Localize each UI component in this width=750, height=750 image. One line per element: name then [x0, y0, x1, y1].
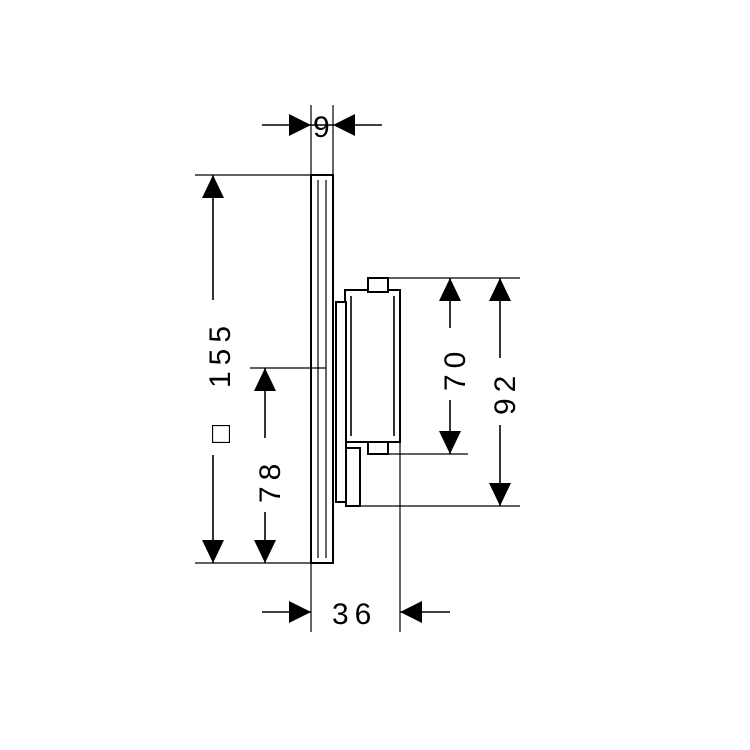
cover-plate [310, 174, 334, 564]
dimension-top-width: 9 [262, 111, 382, 144]
label-total-height: 155 [204, 320, 237, 388]
thermostat-body [335, 277, 401, 507]
square-symbol: □ [204, 419, 237, 443]
label-top-width: 9 [313, 111, 336, 144]
dimension-half-height: 78 [254, 368, 287, 563]
label-body-total-height: 92 [489, 370, 522, 415]
dimension-total-height: 155 □ [202, 175, 237, 563]
dimension-depth: 36 [262, 598, 450, 631]
label-depth: 36 [332, 598, 377, 631]
label-half-height: 78 [254, 458, 287, 503]
dimension-body-total-height: 92 [489, 278, 522, 506]
label-body-height: 70 [439, 346, 472, 391]
dimension-body-height: 70 [439, 278, 472, 454]
extension-lines [195, 105, 520, 632]
